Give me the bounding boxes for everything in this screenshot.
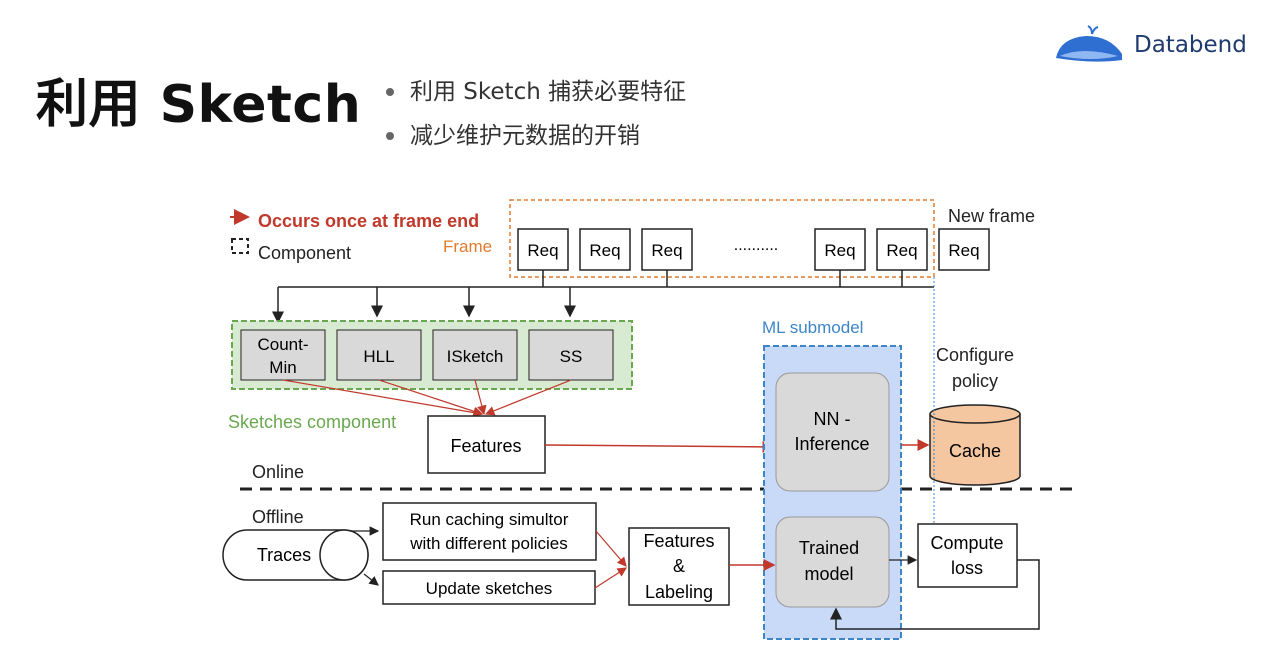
trained-model-label: model (804, 564, 853, 584)
bullet-list: 利用 Sketch 捕获必要特征 减少维护元数据的开销 (386, 70, 686, 158)
sketch-label: Count- (257, 335, 308, 354)
req-label: Req (886, 241, 917, 260)
req-box (876, 228, 928, 271)
legend-arrow-label: Occurs once at frame end (258, 211, 479, 231)
online-label: Online (252, 462, 304, 482)
sketch-boxes: Count- Min HLL ISketch SS (240, 329, 614, 381)
features-labeling-label: & (673, 556, 685, 576)
update-sketches-box (382, 570, 596, 605)
databend-logo: Databend (1052, 24, 1272, 68)
sketch-isketch (432, 329, 518, 381)
configure-policy-label: Configure (936, 345, 1014, 365)
nn-inference-box (775, 372, 890, 492)
traces-cylinder: Traces (222, 529, 369, 581)
features-labeling-label: Features (643, 531, 714, 551)
offline-to-features-arrows (594, 530, 628, 589)
features-labeling-label: Labeling (645, 582, 713, 602)
traces-to-update-arrow (363, 573, 379, 586)
trained-model-box (775, 516, 890, 608)
bullet-item: 利用 Sketch 捕获必要特征 (386, 70, 686, 114)
legend-component-icon (231, 238, 249, 254)
frame-box (509, 199, 935, 278)
req-label: Req (589, 241, 620, 260)
features-box (427, 415, 546, 474)
ml-submodel-label: ML submodel (762, 318, 863, 337)
bullet-item: 减少维护元数据的开销 (386, 114, 686, 158)
req-label: Req (651, 241, 682, 260)
req-box (814, 228, 866, 271)
whale-icon (1056, 25, 1122, 62)
nn-inference-label: Inference (794, 434, 869, 454)
sketch-to-features-arrows (282, 379, 572, 418)
req-label: Req (824, 241, 855, 260)
sketch-label: Min (269, 358, 296, 377)
features-to-nn-arrow (544, 440, 775, 453)
req-box (579, 228, 631, 271)
cache-cylinder: Cache (929, 404, 1021, 486)
logo-text: Databend (1134, 32, 1247, 58)
req-to-sketch-connectors (272, 270, 934, 324)
update-sketches-label: Update sketches (426, 579, 553, 598)
compute-loss-box (917, 523, 1018, 588)
nn-inference-label: NN - (814, 409, 851, 429)
compute-loss-label: Compute (930, 533, 1003, 553)
frame-label: Frame (443, 237, 492, 256)
loss-feedback-arrow (830, 559, 1040, 630)
legend: Occurs once at frame end Component (230, 209, 479, 263)
configure-policy-label: policy (952, 371, 998, 391)
req-label: Req (527, 241, 558, 260)
sketches-component-label: Sketches component (228, 412, 396, 432)
legend-component-label: Component (258, 243, 351, 263)
req-ellipsis: .......... (734, 237, 778, 254)
run-caching-label: Run caching simultor (410, 510, 569, 529)
offline-label: Offline (252, 507, 304, 527)
new-frame-label: New frame (948, 206, 1035, 226)
slide-title: 利用 Sketch (36, 75, 362, 135)
traces-label: Traces (257, 545, 311, 565)
compute-loss-label: loss (951, 558, 983, 578)
features-label: Features (450, 436, 521, 456)
sketch-label: SS (560, 347, 583, 366)
sketch-count-min (240, 329, 326, 381)
cache-label: Cache (949, 441, 1001, 461)
req-box-new (938, 228, 990, 271)
sketch-label: ISketch (447, 347, 504, 366)
run-caching-label: with different policies (409, 534, 568, 553)
sketch-label: HLL (363, 347, 394, 366)
trained-model-label: Trained (799, 538, 859, 558)
req-box (641, 228, 693, 271)
req-boxes: Req Req Req .......... Req Req Req (517, 228, 990, 271)
features-labeling-box (628, 527, 730, 606)
sketch-ss (528, 329, 614, 381)
req-label: Req (948, 241, 979, 260)
